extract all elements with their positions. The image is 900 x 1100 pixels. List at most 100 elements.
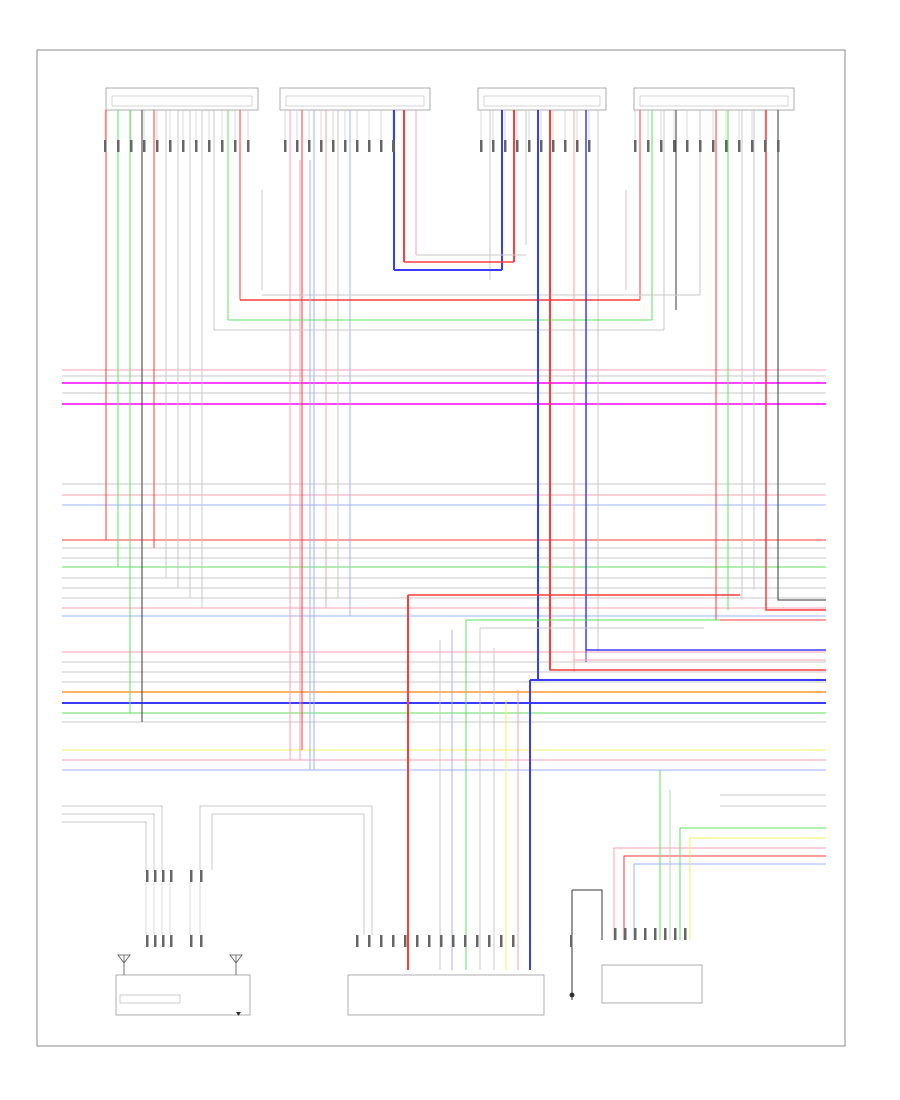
hands-free-pin [634, 928, 637, 940]
antenna-icon [117, 954, 131, 975]
diagram-frame [36, 49, 846, 1047]
rr-speaker-lh-pin [234, 140, 237, 152]
rr-speaker-rh-pin [284, 140, 287, 152]
antenna-pin [190, 935, 193, 947]
fr-speaker-rh-pin [634, 140, 637, 152]
rr-speaker-lh-pin [130, 140, 133, 152]
audio-unit-pin [452, 935, 455, 947]
rr-speaker-lh-pin [143, 140, 146, 152]
fr-speaker-rh-pin [647, 140, 650, 152]
connector-rr-speaker-rh [279, 87, 431, 111]
rr-speaker-rh-pin [356, 140, 359, 152]
antenna-wire [199, 805, 373, 935]
rr-speaker-rh-pin [296, 140, 299, 152]
rr-speaker-lh-pin [195, 140, 198, 152]
fr-speaker-rh-pin [764, 140, 767, 152]
fr-speaker-lh-pin [516, 140, 519, 152]
connector-fr-speaker-rh [633, 87, 795, 111]
rr-speaker-lh-pin [221, 140, 224, 152]
audio-unit-pin [392, 935, 395, 947]
rr-speaker-rh-pin [392, 140, 395, 152]
fr-speaker-rh-pin [686, 140, 689, 152]
antenna-pin [170, 870, 173, 882]
wires [62, 110, 826, 970]
audio-unit-pin [416, 935, 419, 947]
antenna-pin [200, 935, 203, 947]
connector-fr-speaker-lh [477, 87, 607, 111]
audio-unit-box [347, 974, 545, 1016]
hands-free-unit-box [601, 964, 703, 1004]
rr-speaker-rh-pin [308, 140, 311, 152]
fr-speaker-rh-pin [699, 140, 702, 152]
fr-speaker-rh-pin [712, 140, 715, 152]
radio-antenna-box [115, 954, 251, 1016]
fr-speaker-rh-pin [673, 140, 676, 152]
hands-free-pin [624, 928, 627, 940]
hands-free-wire [572, 889, 603, 940]
rr-speaker-lh-pin [117, 140, 120, 152]
audio-unit-pin [488, 935, 491, 947]
fr-speaker-lh-pin [504, 140, 507, 152]
rr-speaker-rh-pin [380, 140, 383, 152]
audio-unit-pin [440, 935, 443, 947]
rr-speaker-lh-pin [182, 140, 185, 152]
rr-speaker-lh-pin [247, 140, 250, 152]
antenna-pin [146, 870, 149, 882]
right-wire [573, 110, 826, 661]
right-wire [715, 110, 826, 621]
antenna-wire [211, 813, 365, 935]
hands-free-pin [614, 928, 617, 940]
hands-free-pin [664, 928, 667, 940]
antenna-pin [200, 870, 203, 882]
fr-speaker-lh-pin [576, 140, 579, 152]
hands-free-wire [613, 847, 826, 940]
right-wire [585, 110, 826, 651]
connector-rr-speaker-lh [105, 87, 259, 111]
hands-free-wire [633, 863, 826, 940]
right-wire [549, 110, 826, 671]
audio-unit-pin [428, 935, 431, 947]
antenna-pin [170, 935, 173, 947]
audio-unit-pin [404, 935, 407, 947]
fr-speaker-lh-pin [552, 140, 555, 152]
audio-unit-pin [380, 935, 383, 947]
fr-speaker-rh-pin [725, 140, 728, 152]
hands-free-wire [679, 827, 826, 940]
rr-speaker-lh-pin [208, 140, 211, 152]
fr-speaker-rh-pin [777, 140, 780, 152]
audio-unit-pin [356, 935, 359, 947]
antenna-wire [62, 821, 147, 870]
fr-speaker-rh-pin [751, 140, 754, 152]
hands-free-pin [644, 928, 647, 940]
fr-speaker-lh-pin [564, 140, 567, 152]
antenna-wire [62, 813, 155, 870]
rr-speaker-lh-pin [169, 140, 172, 152]
fr-speaker-lh-pin [480, 140, 483, 152]
hands-free-pin [674, 928, 677, 940]
rr-speaker-rh-pin [320, 140, 323, 152]
hands-free-wire [689, 837, 826, 940]
right-wire [777, 110, 826, 601]
antenna-pin [154, 870, 157, 882]
fr-speaker-rh-pin [660, 140, 663, 152]
rr-speaker-lh-pin [156, 140, 159, 152]
fr-speaker-lh-pin [540, 140, 543, 152]
hands-free-pin [684, 928, 687, 940]
audio-unit-pin [464, 935, 467, 947]
rr-speaker-rh-pin [332, 140, 335, 152]
antenna-pin [190, 870, 193, 882]
right-wire [765, 110, 826, 611]
antenna-pin [146, 935, 149, 947]
fr-speaker-lh-pin [528, 140, 531, 152]
antenna-pin [162, 935, 165, 947]
hands-free-pin [654, 928, 657, 940]
audio-unit-pin [512, 935, 515, 947]
rr-speaker-rh-pin [344, 140, 347, 152]
audio-unit-pin [500, 935, 503, 947]
antenna-wire [62, 805, 163, 870]
audio-unit-pin [476, 935, 479, 947]
rr-speaker-rh-pin [368, 140, 371, 152]
audio-unit-pin [368, 935, 371, 947]
fr-speaker-rh-pin [738, 140, 741, 152]
